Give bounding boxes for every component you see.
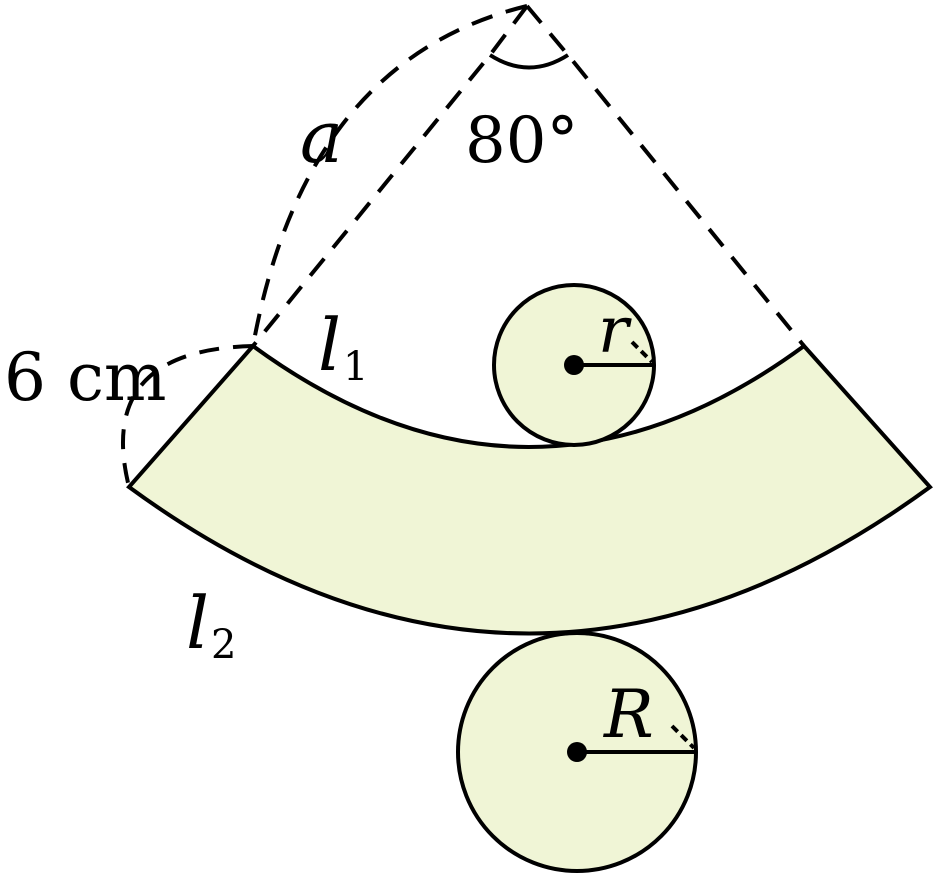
arc-outer-subscript: 2 [211, 622, 236, 668]
small-center-dot [564, 355, 584, 375]
dashed-sector-side-right [525, 4, 806, 348]
small-radius-label: r [598, 294, 632, 368]
arc-inner-subscript: 1 [343, 344, 368, 390]
large-radius-label: R [603, 676, 654, 753]
small-radius-marker [630, 340, 654, 364]
angle-label: 80° [465, 104, 578, 178]
arc-outer-letter: l [186, 581, 209, 665]
angle-arc [488, 53, 570, 70]
arc-inner-label: l1 [318, 303, 368, 390]
dimension-arc-width [120, 344, 254, 488]
arc-inner-letter: l [318, 303, 341, 387]
annular-sector [126, 343, 933, 636]
arc-outer-label: l2 [186, 581, 236, 668]
dashed-sector-side-left [251, 4, 529, 348]
slant-label-a: a [300, 95, 343, 179]
width-label: 6 cm [4, 339, 167, 416]
large-radius-marker [670, 724, 696, 750]
large-center-dot [567, 742, 587, 762]
